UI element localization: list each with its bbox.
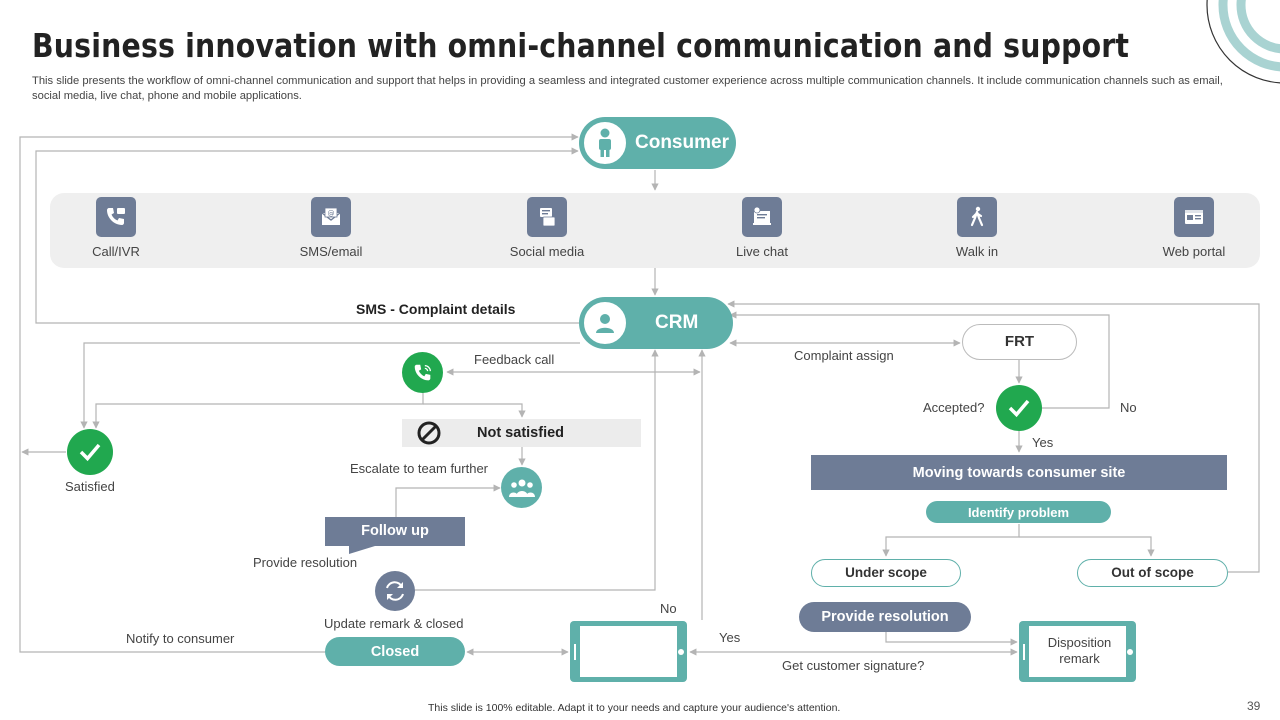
frt-node: FRT: [962, 324, 1077, 360]
channel-label: SMS/email: [299, 244, 363, 259]
follow-up-callout: [325, 517, 465, 554]
channel-call-ivr: Call/IVR: [61, 197, 171, 259]
channel-label: Live chat: [735, 244, 789, 259]
channel-label: Call/IVR: [92, 244, 140, 259]
out-of-scope-node: Out of scope: [1077, 559, 1228, 587]
channel-social-media: Social media: [492, 197, 602, 259]
complaint-assign-label: Complaint assign: [794, 348, 894, 363]
consumer-label: Consumer: [635, 132, 729, 153]
channel-web-portal: Web portal: [1139, 197, 1249, 259]
channel-label: Social media: [509, 244, 585, 259]
moving-consumer-site-bar: Moving towards consumer site: [811, 455, 1227, 490]
user-icon: [581, 299, 629, 347]
channels-panel: [50, 193, 1260, 268]
update-remark-label: Update remark & closed: [324, 616, 464, 631]
prohibited-icon: [417, 421, 441, 445]
frt-label: FRT: [1004, 333, 1035, 350]
channel-live-chat: Live chat: [707, 197, 817, 259]
consumer-node: Consumer: [579, 117, 736, 169]
identify-problem-node: Identify problem: [926, 501, 1111, 523]
feedback-call-label: Feedback call: [474, 352, 555, 367]
walking-person-icon: [957, 197, 997, 237]
closed-node: Closed: [325, 637, 465, 666]
notify-label: Notify to consumer: [126, 631, 235, 646]
identify-label: Identify problem: [967, 504, 1070, 520]
email-icon: @: [311, 197, 351, 237]
slide-title: Business innovation with omni-channel co…: [32, 26, 1130, 65]
decorative-arcs: [1206, 0, 1280, 84]
live-chat-icon: [742, 197, 782, 237]
not-satisfied-label: Not satisfied: [477, 425, 565, 441]
accepted-check-icon: [996, 385, 1042, 431]
crm-node: CRM: [579, 297, 733, 349]
disposition-label: Disposition remark: [1047, 635, 1112, 666]
accepted-label: Accepted?: [923, 400, 985, 415]
social-media-icon: [527, 197, 567, 237]
footer-note: This slide is 100% editable. Adapt it to…: [428, 702, 841, 714]
yes-label-top: Yes: [1032, 435, 1054, 450]
feedback-phone-icon: [402, 352, 443, 393]
no-label-bottom: No: [660, 601, 677, 616]
under-scope-label: Under scope: [845, 565, 927, 580]
person-icon: [581, 119, 629, 167]
provide-resolution-text: Provide resolution: [253, 555, 358, 570]
under-scope-node: Under scope: [811, 559, 961, 587]
channel-label: Web portal: [1162, 244, 1226, 259]
out-scope-label: Out of scope: [1111, 565, 1194, 580]
svg-text:@: @: [328, 210, 335, 218]
channel-label: Walk in: [955, 244, 999, 259]
follow-up-label: Follow up: [361, 523, 429, 539]
channel-walk-in: Walk in: [922, 197, 1032, 259]
channel-sms-email: @ SMS/email: [276, 197, 386, 259]
closed-label: Closed: [370, 643, 420, 660]
disposition-device: Disposition remark: [1019, 621, 1136, 682]
phone-icon: [96, 197, 136, 237]
provide-resolution-label: Provide resolution: [821, 609, 949, 625]
slide-subtitle: This slide presents the workflow of omni…: [32, 75, 1223, 102]
sms-complaint-label: SMS - Complaint details: [356, 301, 516, 317]
yes-label-bottom: Yes: [719, 630, 741, 645]
team-icon: [501, 467, 542, 508]
moving-label: Moving towards consumer site: [912, 464, 1126, 481]
signature-device: [570, 621, 687, 682]
page-number: 39: [1247, 699, 1261, 713]
refresh-icon: [375, 571, 415, 611]
web-portal-icon: [1174, 197, 1214, 237]
satisfied-label: Satisfied: [65, 479, 115, 494]
provide-resolution-node: Provide resolution: [799, 602, 971, 632]
no-label-top: No: [1120, 400, 1137, 415]
crm-label: CRM: [655, 312, 699, 333]
not-satisfied-bar: Not satisfied: [402, 419, 641, 447]
signature-label: Get customer signature?: [782, 658, 925, 673]
satisfied-check-icon: [67, 429, 113, 475]
escalate-label: Escalate to team further: [350, 461, 489, 476]
